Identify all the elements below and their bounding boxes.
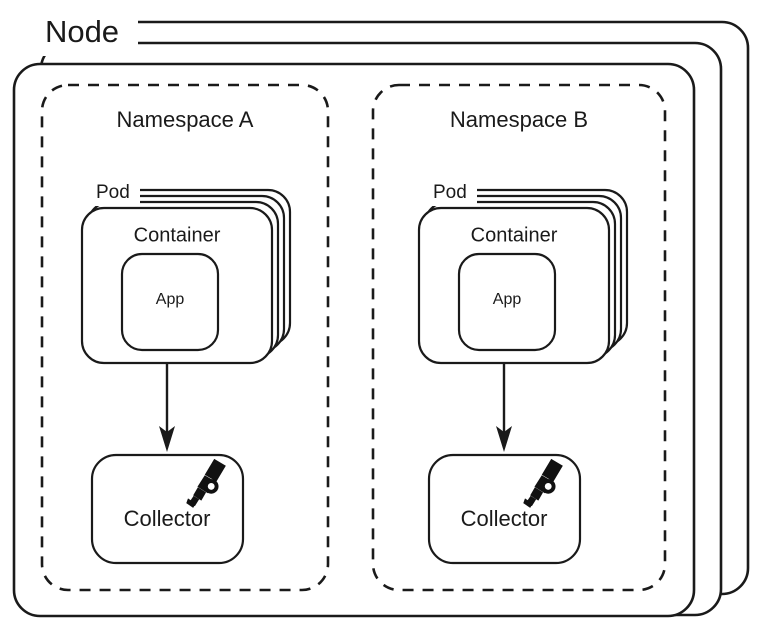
namespace-a-pod-stack[interactable]: Container App Pod — [80, 178, 292, 365]
namespace-a-app-label: App — [156, 291, 185, 308]
namespace-a-collector-label: Collector — [124, 506, 211, 531]
node-label-group: Node — [26, 10, 138, 56]
telescope-icon — [186, 458, 226, 508]
namespace-b-app-box — [457, 252, 557, 352]
namespace-a[interactable]: Namespace A Container App Pod — [40, 83, 330, 592]
namespace-b-pod-label-backdrop — [429, 178, 477, 206]
namespace-b[interactable]: Namespace B Container App Pod — [371, 83, 667, 592]
namespace-b-pod-label: Pod — [433, 182, 467, 203]
namespace-a-label: Namespace A — [117, 107, 254, 132]
namespace-b-collector[interactable]: Collector — [427, 453, 582, 565]
namespace-a-app-box — [120, 252, 220, 352]
namespace-b-pod-to-collector-arrow — [496, 363, 512, 452]
namespace-a-pod-label-backdrop — [92, 178, 140, 206]
namespace-b-app-label: App — [493, 291, 522, 308]
node-label-backdrop — [26, 10, 138, 56]
namespace-b-pod-stack[interactable]: Container App Pod — [417, 178, 629, 365]
namespace-b-border — [371, 83, 667, 592]
namespace-b-collector-label: Collector — [461, 506, 548, 531]
node-label: Node — [45, 14, 119, 49]
namespace-a-pod-label: Pod — [96, 182, 130, 203]
namespace-a-border — [40, 83, 330, 592]
telescope-icon — [523, 458, 563, 508]
namespace-b-container-label: Container — [471, 224, 558, 246]
namespace-a-container-label: Container — [134, 224, 221, 246]
namespace-a-collector[interactable]: Collector — [90, 453, 245, 565]
namespace-a-pod-to-collector-arrow — [159, 363, 175, 452]
namespace-b-label: Namespace B — [450, 107, 588, 132]
